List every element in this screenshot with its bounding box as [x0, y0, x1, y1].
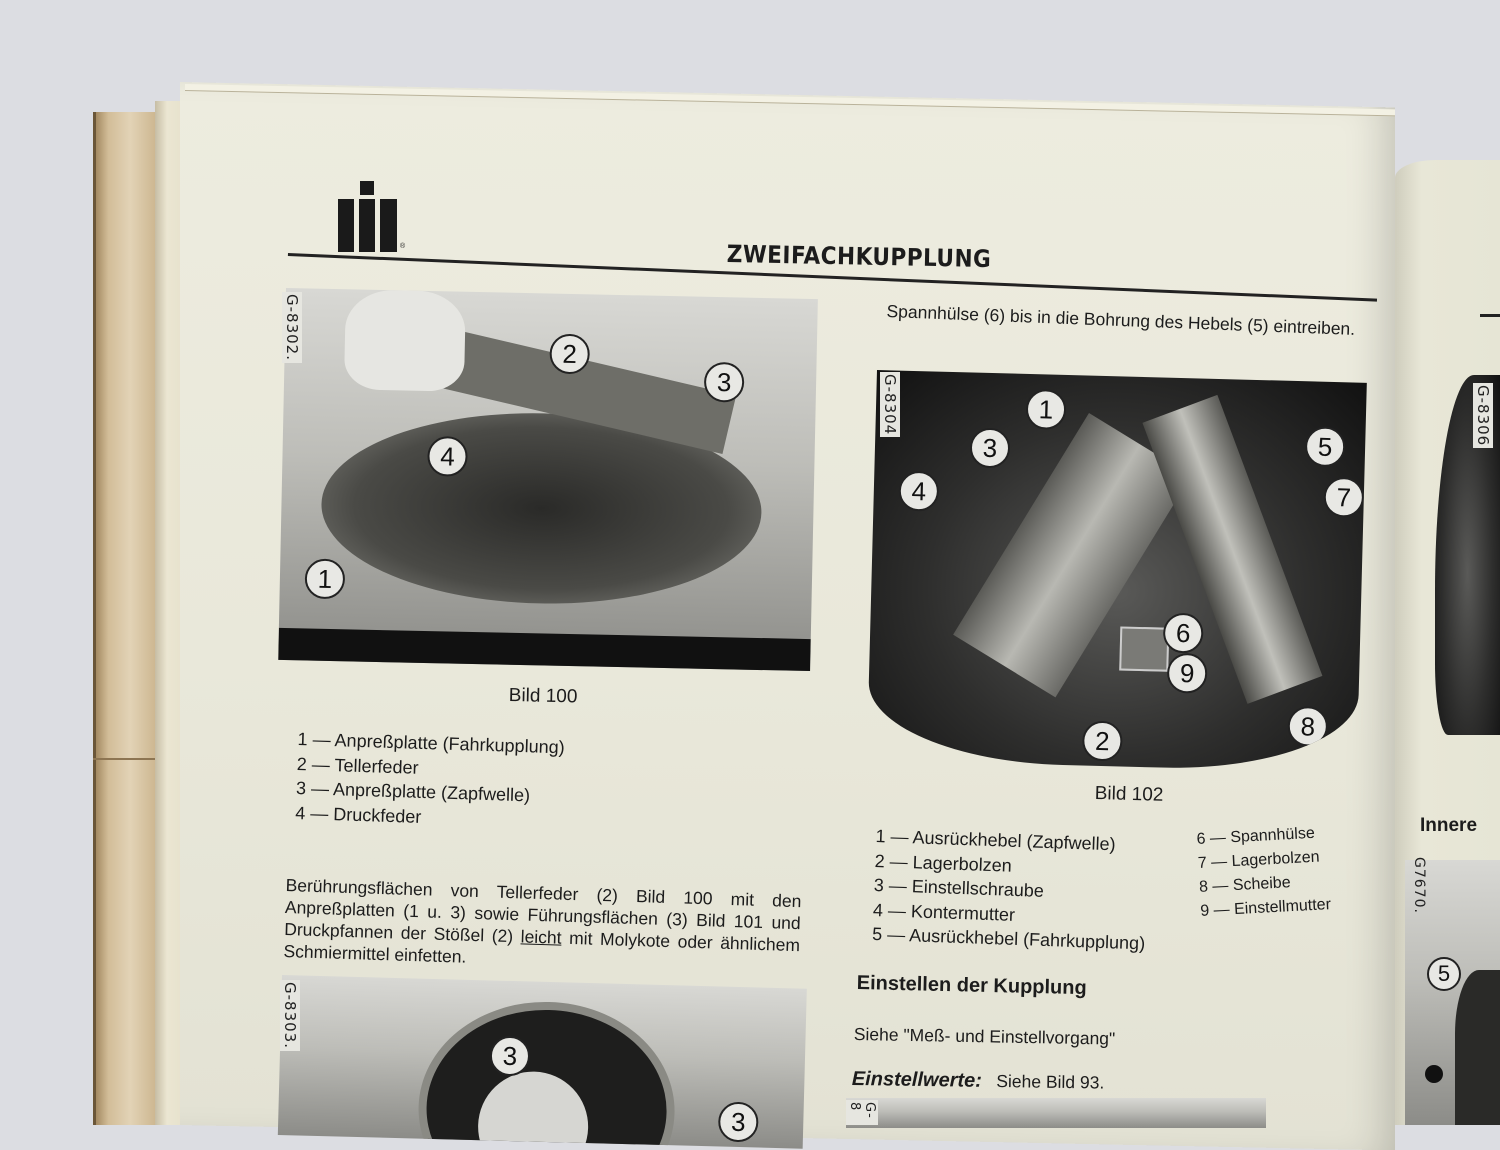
- callout-3: 3: [717, 1101, 759, 1143]
- callout-3: 3: [703, 361, 745, 403]
- next-figure-id: G-8: [846, 1100, 878, 1125]
- settings-label: Einstellwerte:: [851, 1068, 983, 1092]
- callout-3: 3: [969, 427, 1011, 469]
- callout-9: 9: [1166, 652, 1208, 694]
- book-cover-spine: [93, 112, 158, 1125]
- section-title: ZWEIFACHKUPPLUNG: [726, 240, 992, 274]
- settings-text: Siehe Bild 93.: [996, 1071, 1105, 1093]
- callout-7: 7: [1323, 476, 1365, 518]
- callout-6: 6: [1162, 612, 1204, 654]
- figure-102-legend-left: 1 — Ausrückhebel (Zapfwelle) 2 — Lagerbo…: [872, 824, 1149, 956]
- callout-4: 4: [898, 470, 940, 512]
- emphasis-underline: leicht: [520, 926, 562, 948]
- figure-102-id: G-8304: [880, 372, 900, 438]
- cover-seam: [93, 758, 155, 760]
- callout-5: 5: [1427, 957, 1461, 991]
- figure-102-caption: Bild 102: [1094, 783, 1164, 806]
- figure-100-legend: 1 — Anpreßplatte (Fahrkupplung) 2 — Tell…: [295, 727, 565, 833]
- registered-mark: ®: [400, 243, 406, 250]
- figure-100-caption: Bild 100: [508, 685, 578, 708]
- settings-line: Einstellwerte: Siehe Bild 93.: [852, 1068, 1105, 1095]
- next-page-rule: [1480, 314, 1500, 317]
- figure-101-photo: 3 3: [277, 975, 807, 1149]
- section-text: Siehe "Meß- und Einstellvorgang": [853, 1023, 1116, 1049]
- next-page-figure-id-bottom: G7670.: [1411, 857, 1427, 914]
- figure-102-legend-right: 6 — Spannhülse 7 — Lagerbolzen 8 — Schei…: [1196, 821, 1332, 924]
- callout-2: 2: [1081, 720, 1123, 762]
- callout-5: 5: [1304, 426, 1346, 468]
- next-page-figure-id-top: G-8306: [1473, 383, 1493, 449]
- lubrication-paragraph: Berührungsflächen von Tellerfeder (2) Bi…: [283, 874, 802, 967]
- next-figure-photo: [846, 1098, 1266, 1128]
- figure-102-photo: 1 2 3 4 5 6 7 8 9: [866, 370, 1367, 773]
- next-page-heading: Innere: [1420, 815, 1478, 836]
- callout-1: 1: [304, 558, 346, 600]
- figure-100-photo: 2 3 4 1: [278, 288, 818, 672]
- figure-100-id: G-8302.: [282, 292, 302, 363]
- ih-logo: ®: [338, 181, 406, 253]
- figure-101-id: G-8303.: [280, 980, 300, 1051]
- callout-1: 1: [1025, 388, 1067, 430]
- next-page-photo-bottom: 5: [1405, 860, 1500, 1125]
